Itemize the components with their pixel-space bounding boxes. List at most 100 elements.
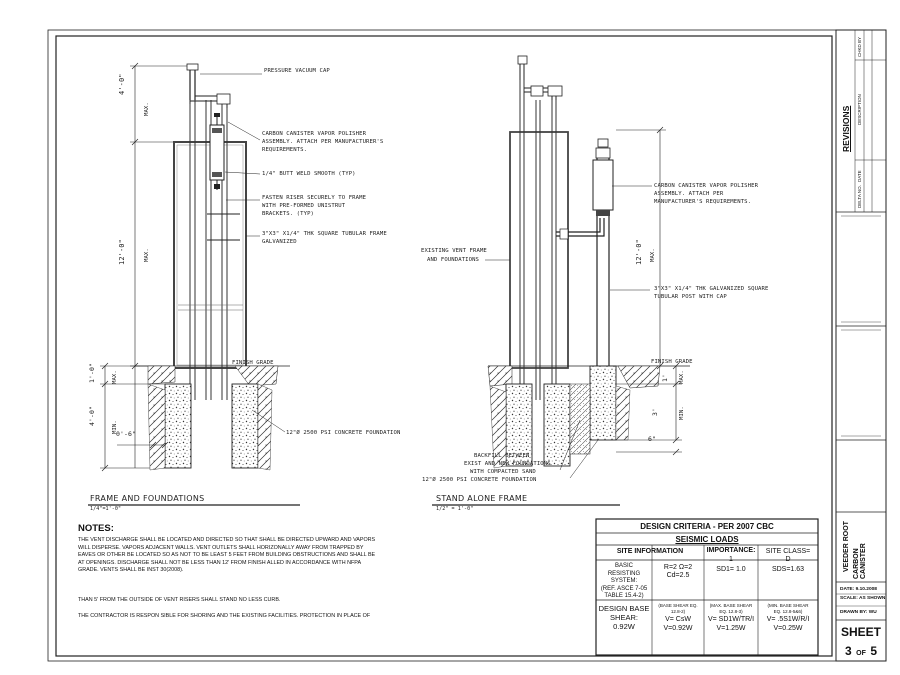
header-importance: IMPORTANCE: [706,547,756,554]
row2-eq-ref: (MIN. BASE SHEAR [767,603,809,608]
tb-date: DATE: 9.10.2008 [840,587,877,592]
rev-col-date: DATE [857,170,862,182]
callout-backfill-l3: WITH COMPACTED SAND [470,469,536,475]
rev-col-description: DESCRIPTION [857,94,862,125]
notes-paragraph-3: THE CONTRACTOR IS RESPON SIBLE FOR SHORI… [78,613,371,619]
design-table-title: DESIGN CRITERIA - PER 2007 CBC [640,522,774,531]
sheet-of: OF [856,650,866,657]
callout-tube-l1: 3"X3" X1/4" THK SQUARE TUBULAR FRAME [262,231,387,237]
row2-base-shear: (BASE SHEAR EQ. 12.8-2) V= CsW V=0.92W [652,603,704,633]
row1-sds: SDS=1.63 [771,566,805,573]
label-finish-grade-right: FINISH GRADE [651,359,693,365]
callout-pressure-vacuum-cap: PRESSURE VACUUM CAP [264,68,330,74]
project-name-l1: VEEDER ROOT [843,521,850,572]
importance-value: 1 [729,556,733,563]
detail-scale-left: 1/4"=1'-0" [90,506,122,512]
dim-depth-left: 4'-0" [88,405,96,426]
callout-post-l2: TUBULAR POST WITH CAP [654,294,727,300]
callout-riser-l1: FASTEN RISER SECURELY TO FRAME [262,195,367,201]
dim-grade-right: 1' [661,373,669,382]
row2-eq-result: V=1.25W [716,625,746,632]
tb-scale: SCALE: AS SHOWN [840,596,886,601]
callout-foundation-right: 12"Ø 2500 PSI CONCRETE FOUNDATION [422,477,537,483]
row2-eq-ref: EQ. 12.8-5&6) [773,609,803,614]
design-table-grid [595,518,819,656]
row2-eq-ref: (BASE SHEAR EQ. [658,603,698,608]
notes-paragraph-1: THE VENT DISCHARGE SHALL BE LOCATED AND … [78,537,376,573]
callout-backfill-l1: BACKFILL BETWEEN [474,453,530,459]
row1-label-line: SYSTEM: [610,578,638,584]
callout-foundation-left: 12"Ø 2500 PSI CONCRETE FOUNDATION [286,430,401,436]
dim-grade-left-max: MAX. [112,370,118,384]
rev-col-chkd: CHKD BY [857,36,862,57]
row1-label-line: BASIC [614,563,633,569]
callout-carbon-canister-l2: ASSEMBLY. ATTACH PER MANUFACTURER'S [262,139,384,145]
row1-sd1: SD1= 1.0 [716,566,746,573]
sheet-number-block: 3 OF 5 [836,642,886,660]
sheet-label: SHEET [840,625,881,639]
row1-label: BASIC RESISTING SYSTEM: (REF. ASCE 7-05 … [596,563,652,601]
row2-eq: V= CsW [665,616,691,623]
callout-backfill-l2: EXIST AND NEW FOUNDATIONS [464,461,551,467]
dim-mid-right: 12'-0" [635,239,643,265]
row2-eq-ref: 12.8-2) [670,609,686,614]
design-table-subtitle: SEISMIC LOADS [675,535,739,544]
project-name-l2: CARBON CANISTER [853,543,867,579]
rev-col-delta: DELTA NO. [857,185,862,208]
dim-depth-left-min: MIN. [112,420,118,434]
row1-rd-line: R=2 Ω=2 [663,564,693,571]
row2-eq-result: V=0.92W [663,625,693,632]
dim-top-left-max: MAX. [144,102,150,116]
dim-mid-left-max: MAX. [144,248,150,262]
label-finish-grade-left: FINISH GRADE [232,360,274,366]
row1-rd-line: Cd=2.5 [666,572,690,579]
row2-eq: V= SD1W/TR/I [707,616,755,623]
callout-riser-l3: BRACKETS. (TYP) [262,211,315,217]
callout-post-l1: 3"X3" X1/4" THK GALVANIZED SQUARE [654,286,769,292]
dim-grade-left: 1'-0" [88,362,96,383]
callout-carbon-canister-l1: CARBON CANISTER VAPOR POLISHER [262,131,367,137]
frame-and-foundations-detail [88,62,300,506]
callout-canister-right-l3: MANUFACTURER'S REQUIREMENTS. [654,199,752,205]
inner-border [55,35,833,657]
callout-tube-l2: GALVANIZED [262,239,297,245]
dim-top-left: 4'-0" [118,73,126,95]
callout-existing-l1: EXISTING VENT FRAME [421,248,487,254]
row2-label-line: 0.92W [613,622,635,631]
row2-label-line: SHEAR: [610,613,638,622]
dim-depth-right-min: MIN. [679,406,685,420]
callout-riser-l2: WITH PRE-FORMED UNISTRUT [262,203,346,209]
title-block-grid [835,29,887,662]
callout-butt-weld: 1/4" BUTT WELD SMOOTH (TYP) [262,171,356,177]
dim-mid-right-max: MAX. [650,248,656,262]
dim-grade-right-max: MAX. [679,370,685,384]
dim-mid-left: 12'-0" [118,239,126,265]
dim-depth-right: 3' [651,407,659,416]
callout-canister-right-l1: CARBON CANISTER VAPOR POLISHER [654,183,759,189]
dim-spacing-left: 0'-6" [116,430,137,438]
row2-eq-ref: EQ. 12.8-3) [719,609,743,614]
detail-scale-right: 1/2" = 1'-0" [436,506,474,512]
notes-paragraph-2: THAN 5' FROM THE OUTSIDE OF VENT RISERS … [78,597,281,603]
row1-rd-values: R=2 Ω=2 Cd=2.5 [652,564,704,580]
callout-existing-l2: AND FOUNDATIONS [427,257,480,263]
row1-label-line: RESISTING [607,570,641,577]
callout-canister-right-l2: ASSEMBLY. ATTACH PER [654,191,724,197]
detail-title-frame-and-foundations: FRAME AND FOUNDATIONS [90,494,205,503]
row2-eq-ref: (MAX. BASE SHEAR [709,603,753,608]
sheet-total: 5 [870,644,877,658]
row2-label-line: DESIGN BASE [598,604,650,613]
row2-eq: V= .5S1W/R/I [766,616,810,623]
dim-bottom-right: 6" [648,435,657,443]
callout-carbon-canister-l3: REQUIREMENTS. [262,147,308,153]
row2-max-base-shear: (MAX. BASE SHEAR EQ. 12.8-3) V= SD1W/TR/… [704,603,758,633]
notes-heading: NOTES: [78,523,114,534]
revisions-heading: REVISIONS [841,105,851,152]
row2-eq-result: V=0.25W [773,625,803,632]
row2-min-base-shear: (MIN. BASE SHEAR EQ. 12.8-5&6) V= .5S1W/… [758,603,818,633]
tb-drawn-by: DRAWN BY: WU [840,610,877,615]
site-class-value: D [785,556,791,563]
sheet-number: 3 [844,644,852,658]
